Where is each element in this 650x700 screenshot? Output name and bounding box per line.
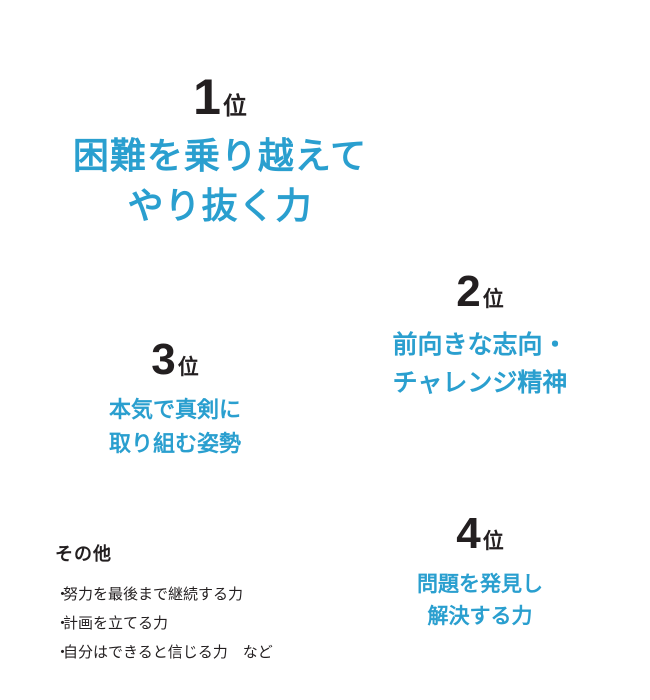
rank-2-label: 前向きな志向・ チャレンジ精神	[360, 326, 600, 402]
rank-4-label-line-1: 問題を発見し	[417, 572, 543, 596]
others-list: ・努力を最後まで継続する力 ・計画を立てる力 ・自分はできると信じる力 など	[55, 580, 355, 667]
rank-3-number: 3	[151, 335, 176, 384]
rank-4-number: 4	[456, 509, 481, 558]
bullet-icon: ・	[55, 585, 71, 603]
list-item: ・計画を立てる力	[55, 609, 355, 638]
rank-3-label-line-1: 本気で真剣に	[108, 398, 241, 423]
rank-2-label-line-2: チャレンジ精神	[392, 368, 568, 397]
bullet-icon: ・	[55, 614, 71, 632]
rank-4-label-line-2: 解決する力	[427, 604, 533, 628]
rank-2-suffix: 位	[482, 287, 504, 311]
rank-1-label-line-2: やり抜く力	[127, 186, 313, 227]
rank-2-number: 2	[456, 267, 481, 316]
others-block: その他 ・努力を最後まで継続する力 ・計画を立てる力 ・自分はできると信じる力 …	[55, 540, 355, 667]
rank-1-suffix: 位	[222, 92, 247, 120]
rank-1-label: 困難を乗り越えて やり抜く力	[50, 132, 390, 232]
rank-3-label: 本気で真剣に 取り組む姿勢	[55, 394, 295, 462]
list-item: ・努力を最後まで継続する力	[55, 580, 355, 609]
rank-4-suffix: 位	[482, 529, 504, 553]
bullet-icon: ・	[55, 643, 71, 661]
others-title: その他	[55, 544, 112, 565]
rank-2-label-line-1: 前向きな志向・	[392, 330, 568, 359]
rank-3-label-line-2: 取り組む姿勢	[108, 432, 241, 457]
list-item-text: 計画を立てる力	[63, 614, 169, 632]
rank-1-number: 1	[193, 69, 221, 125]
list-item-text: 努力を最後まで継続する力	[63, 585, 244, 603]
list-item: ・自分はできると信じる力 など	[55, 638, 355, 667]
rank-4-label: 問題を発見し 解決する力	[360, 568, 600, 632]
list-item-text: 自分はできると信じる力 など	[63, 643, 273, 661]
rank-3-suffix: 位	[177, 355, 199, 379]
rank-1-label-line-1: 困難を乗り越えて	[72, 136, 368, 177]
